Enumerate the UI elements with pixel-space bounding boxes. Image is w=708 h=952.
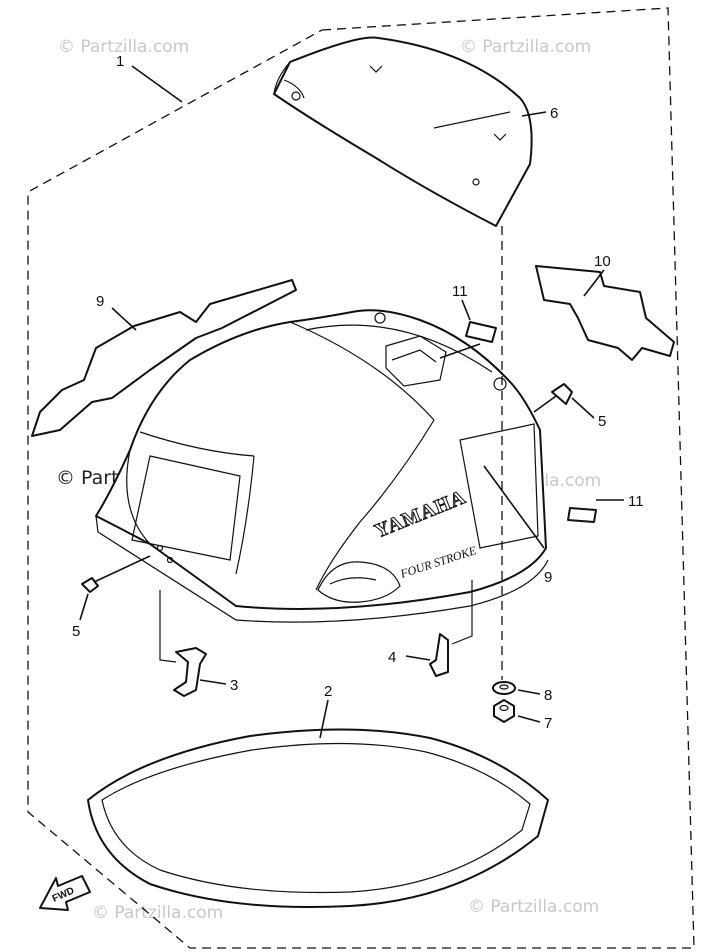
callout-3: 3 <box>230 677 238 694</box>
leader-9-left <box>111 307 137 331</box>
guide-3 <box>159 590 177 663</box>
forward-arrow-icon: FWD <box>39 875 91 911</box>
leader-8 <box>517 689 541 695</box>
label-side-part <box>567 507 597 523</box>
callout-9-left: 9 <box>96 293 104 310</box>
callout-8: 8 <box>544 687 552 704</box>
leader-1 <box>131 65 183 103</box>
leader-2 <box>319 699 329 739</box>
watermark-top-left: © Partzilla.com <box>58 37 189 57</box>
callout-2: 2 <box>324 683 332 700</box>
callout-5-right: 5 <box>598 413 606 430</box>
bracket-right-part <box>429 633 449 677</box>
leader-11-top-b <box>439 343 481 359</box>
nut-part <box>493 699 515 723</box>
watermark-top-right: © Partzilla.com <box>460 37 591 57</box>
washer-part <box>492 681 516 695</box>
screw-left-part <box>81 555 151 593</box>
callout-9-right: 9 <box>544 569 552 586</box>
leader-4 <box>405 655 431 661</box>
decal-side-part <box>535 265 675 361</box>
screw-right-part <box>533 383 573 413</box>
leader-11-top <box>461 299 471 321</box>
engine-cowling-part: YAMAHA FOUR STROKE <box>95 309 549 623</box>
leader-3 <box>199 679 227 685</box>
callout-10: 10 <box>594 253 611 270</box>
label-top-part <box>465 321 497 343</box>
callout-11-side: 11 <box>628 493 644 510</box>
callout-6: 6 <box>550 105 558 122</box>
seal-gasket-part <box>87 728 549 909</box>
leader-5-left <box>79 593 89 621</box>
callout-5-left: 5 <box>72 623 80 640</box>
callout-1: 1 <box>116 53 124 70</box>
watermark-bottom-left: © Partzilla.com <box>92 903 223 923</box>
callout-4: 4 <box>388 649 396 666</box>
bracket-left-part <box>173 647 207 697</box>
assembly-boundary <box>27 7 695 949</box>
watermark-bottom-right: © Partzilla.com <box>468 897 599 917</box>
decal-left-part <box>31 279 297 437</box>
leader-9-right <box>483 465 545 549</box>
top-cover-part <box>273 36 533 227</box>
callout-11-top: 11 <box>452 283 468 300</box>
leader-10 <box>583 269 605 297</box>
leader-6 <box>521 111 547 117</box>
leader-7 <box>517 715 541 723</box>
callout-7: 7 <box>544 715 552 732</box>
leader-5-right <box>571 397 595 419</box>
guide-4 <box>451 580 473 645</box>
